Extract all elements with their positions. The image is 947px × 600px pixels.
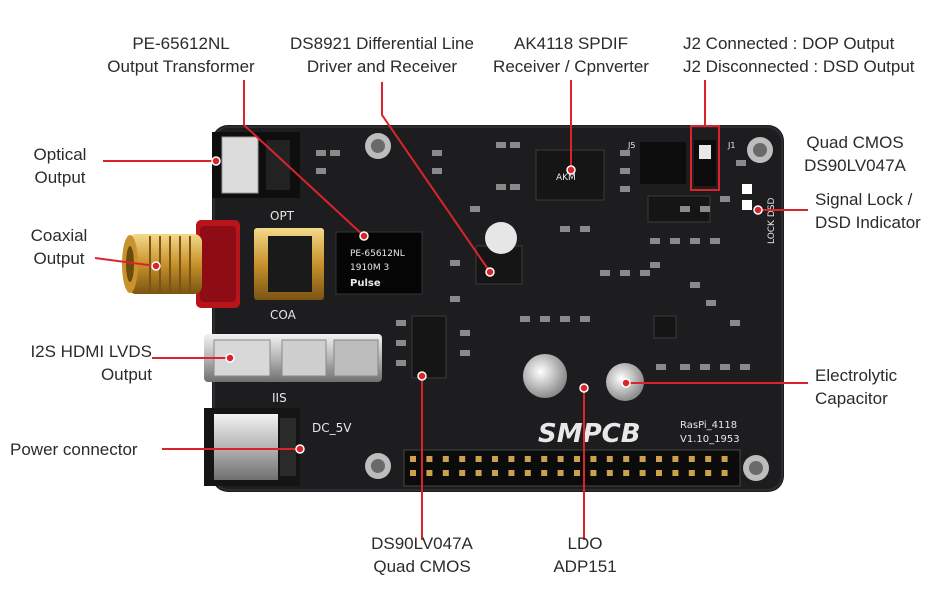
silk-transformer-2: 1910M 3 <box>350 263 389 273</box>
power-jack <box>204 408 300 486</box>
gpio-header <box>403 449 741 487</box>
j-headers <box>640 125 720 191</box>
silk-lock-dsd: LOCK DSD <box>767 198 777 244</box>
silk-transformer-1: PE-65612NL <box>350 249 405 259</box>
chips <box>411 149 711 379</box>
silk-j1: J1 <box>727 141 735 150</box>
mounting-holes <box>365 133 773 481</box>
silk-transformer-brand: Pulse <box>350 278 381 289</box>
silk-coa: COA <box>270 308 297 322</box>
label-power: Power connector <box>10 440 138 459</box>
indicator-leds <box>742 184 752 210</box>
pcb-board <box>212 125 784 492</box>
transformer-pe65612nl <box>335 231 423 295</box>
silk-akm: AKM <box>556 173 576 183</box>
silk-j5: J5 <box>627 141 635 150</box>
silk-iis: IIS <box>272 391 287 405</box>
leader-dots <box>151 156 763 454</box>
silk-dc: DC_5V <box>312 421 352 435</box>
silk-model: RasPi_4118 <box>680 420 737 431</box>
silk-brand: SMPCB <box>538 419 641 449</box>
leader-lines <box>94 80 808 540</box>
passive-components <box>316 142 750 370</box>
silk-version: V1.10_1953 <box>680 434 740 445</box>
silk-opt: OPT <box>270 209 295 223</box>
label-signal-lock: Signal Lock /DSD Indicator <box>815 190 921 232</box>
